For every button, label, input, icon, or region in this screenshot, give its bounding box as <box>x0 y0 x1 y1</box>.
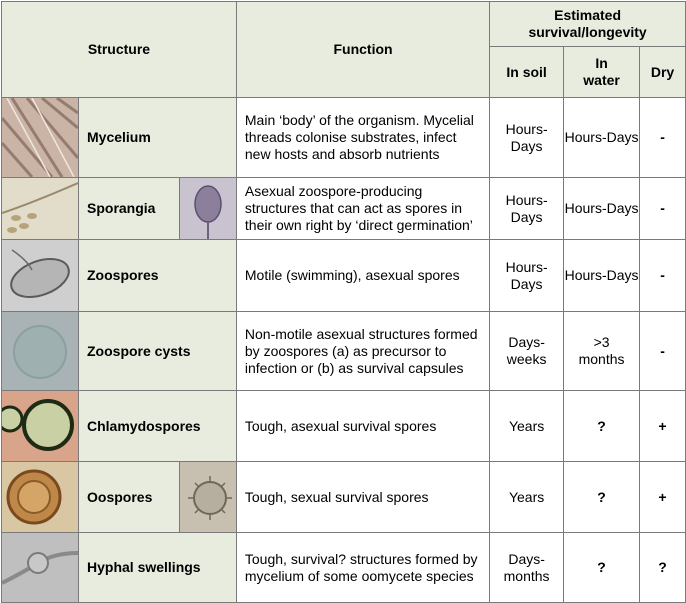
header-estimated-survival: Estimated survival/longevity <box>489 1 686 47</box>
structure-name: Zoospores <box>78 239 237 312</box>
structure-name: Chlamydospores <box>78 390 237 462</box>
structure-function: Motile (swimming), asexual spores <box>235 239 491 312</box>
header-structure: Structure <box>1 1 237 98</box>
header-in-soil: In soil <box>489 46 565 98</box>
structure-function: Asexual zoospore-producing structures th… <box>235 177 491 240</box>
survival-in-water: Hours-Days <box>563 239 641 312</box>
survival-dry: ? <box>639 532 686 603</box>
survival-dry: + <box>639 390 686 462</box>
table-row: Zoospores Motile (swimming), asexual spo… <box>1 239 686 312</box>
chlamydospore-micrograph <box>1 390 79 462</box>
header-in-water: In water <box>563 46 641 98</box>
survival-in-soil: Hours-Days <box>489 239 565 312</box>
survival-in-soil: Days-months <box>489 532 565 603</box>
survival-in-water: ? <box>563 461 641 533</box>
survival-in-soil: Days-weeks <box>489 311 565 391</box>
structure-function: Main ‘body’ of the organism. Mycelial th… <box>235 97 491 178</box>
structure-name: Zoospore cysts <box>78 311 237 391</box>
structure-name: Oospores <box>78 461 180 533</box>
survival-dry: + <box>639 461 686 533</box>
survival-in-water: Hours-Days <box>563 177 641 240</box>
structure-name: Hyphal swellings <box>78 532 237 603</box>
structure-function: Non-motile asexual structures formed by … <box>235 311 491 391</box>
structure-function: Tough, asexual survival spores <box>235 390 491 462</box>
survival-in-soil: Hours-Days <box>489 97 565 178</box>
oogonium-micrograph <box>178 461 237 533</box>
header-function: Function <box>235 1 491 98</box>
structure-name: Mycelium <box>78 97 237 178</box>
survival-dry: - <box>639 311 686 391</box>
structure-name: Sporangia <box>78 177 180 240</box>
table-row: Oospores Tough, sexual survival spores Y… <box>1 461 686 533</box>
sporangia-micrograph <box>1 177 79 240</box>
oospore-micrograph <box>1 461 79 533</box>
structure-function: Tough, survival? structures formed by my… <box>235 532 491 603</box>
survival-dry: - <box>639 177 686 240</box>
zoospore-cyst-micrograph <box>1 311 79 391</box>
table-row: Hyphal swellings Tough, survival? struct… <box>1 532 686 603</box>
zoospore-micrograph <box>1 239 79 312</box>
survival-in-water: ? <box>563 532 641 603</box>
survival-in-soil: Hours-Days <box>489 177 565 240</box>
table-row: Zoospore cysts Non-motile asexual struct… <box>1 311 686 391</box>
mycelium-micrograph <box>1 97 79 178</box>
table-row: Mycelium Main ‘body’ of the organism. My… <box>1 97 686 178</box>
survival-in-soil: Years <box>489 390 565 462</box>
table-row: Chlamydospores Tough, asexual survival s… <box>1 390 686 462</box>
table-row: Sporangia Asexual zoospore-producing str… <box>1 177 686 240</box>
structure-function: Tough, sexual survival spores <box>235 461 491 533</box>
header-dry: Dry <box>639 46 686 98</box>
survival-in-soil: Years <box>489 461 565 533</box>
survival-in-water: ? <box>563 390 641 462</box>
sporangium-micrograph <box>178 177 237 240</box>
survival-in-water: Hours-Days <box>563 97 641 178</box>
survival-in-water: >3 months <box>563 311 641 391</box>
survival-dry: - <box>639 97 686 178</box>
hyphal-swelling-micrograph <box>1 532 79 603</box>
survival-dry: - <box>639 239 686 312</box>
